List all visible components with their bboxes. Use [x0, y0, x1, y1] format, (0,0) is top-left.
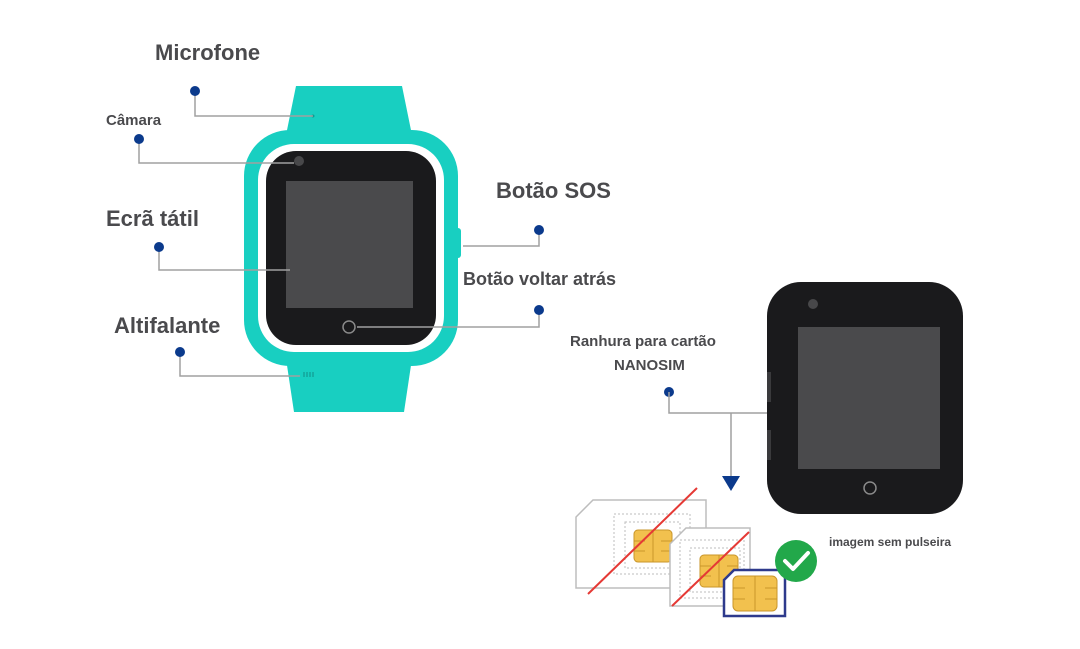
smartwatch-without-strap: [767, 282, 963, 514]
label-camara: Câmara: [106, 112, 162, 129]
label-imagem-sem-pulseira: imagem sem pulseira: [829, 535, 952, 549]
watch-band-bottom: [285, 352, 413, 412]
dot-microfone: [190, 86, 200, 96]
leader-ecra: [158, 247, 290, 271]
arrow-down-icon: [722, 476, 740, 491]
leader-ranhura: [668, 392, 767, 491]
label-ranhura-line2: NANOSIM: [614, 357, 685, 374]
label-altifalante: Altifalante: [114, 313, 221, 338]
leader-microfone: [194, 91, 313, 117]
watch-screen: [286, 181, 413, 308]
leader-camara: [138, 139, 294, 164]
dot-camara: [134, 134, 144, 144]
dot-sos: [534, 225, 544, 235]
watch2-camera: [808, 299, 818, 309]
dot-ecra: [154, 242, 164, 252]
back-button-icon: [342, 320, 356, 334]
speaker-grille: [303, 372, 314, 377]
sim-nano-card: [722, 568, 787, 618]
label-botao-voltar: Botão voltar atrás: [463, 269, 617, 289]
strike-line-1: [587, 487, 698, 595]
dot-altifalante: [175, 347, 185, 357]
strike-line-2: [671, 531, 750, 607]
dot-voltar: [534, 305, 544, 315]
label-ecra-tatil: Ecrã tátil: [106, 206, 199, 231]
camera-lens: [294, 156, 304, 166]
label-botao-sos: Botão SOS: [496, 178, 611, 203]
watch2-side-notch-bottom: [767, 430, 771, 460]
leader-altifalante: [179, 352, 300, 377]
check-icon: [775, 540, 817, 582]
watch-band-top: [285, 86, 413, 140]
label-ranhura-line1: Ranhura para cartão: [570, 333, 716, 350]
label-microfone: Microfone: [155, 40, 261, 65]
watch2-screen: [798, 327, 940, 469]
leader-voltar: [357, 310, 540, 328]
leader-sos: [463, 230, 540, 247]
leader-lines: [138, 91, 540, 377]
smartwatch-front: [244, 86, 461, 412]
watch2-side-notch-top: [767, 372, 771, 402]
watch2-back-button-icon: [863, 481, 877, 495]
